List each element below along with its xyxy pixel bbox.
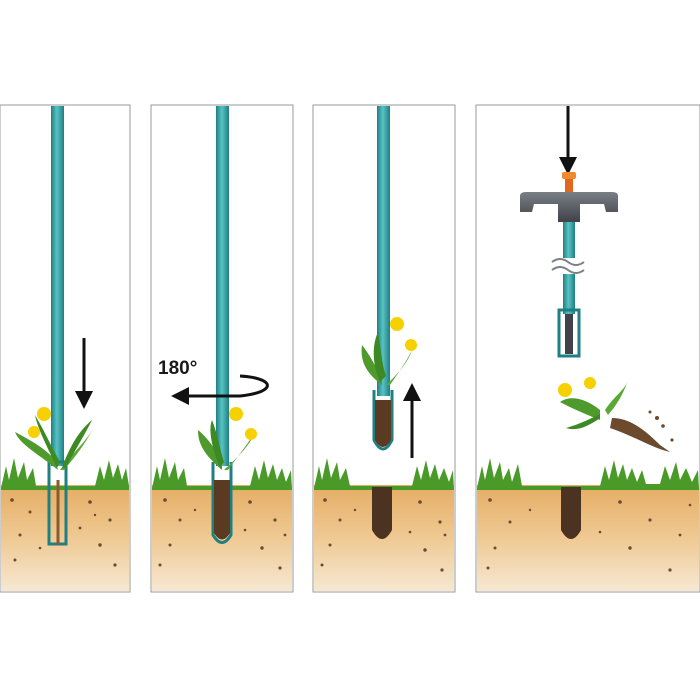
- panel-3-hole: [372, 487, 392, 539]
- panel-1-pebbles: [10, 498, 117, 567]
- panel-2-rotation-label: 180°: [158, 358, 197, 379]
- panel-4-grass: [477, 458, 699, 490]
- panel-4: [475, 104, 700, 593]
- panel-4-t-handle: [520, 192, 618, 222]
- panel-2-rotation-arrow: [171, 374, 269, 405]
- panel-3-grass: [314, 458, 454, 490]
- panel-3-dandelion: [361, 317, 417, 385]
- panel-1: [0, 104, 131, 593]
- panel-3-tool-prongs: [372, 390, 394, 451]
- panel-2: 180°: [150, 104, 294, 593]
- panel-1-tool-shaft: [51, 106, 64, 466]
- panel-4-soil: [477, 485, 699, 591]
- panel-2-tool-shaft: [216, 106, 229, 466]
- panel-3: [312, 104, 456, 593]
- panel-3-pebbles: [320, 498, 447, 572]
- panel-1-dandelion: [15, 407, 95, 545]
- panel-2-dug-core: [214, 480, 230, 540]
- panel-4-shaft-break-mark: [551, 258, 585, 274]
- panel-4-hole: [561, 487, 581, 539]
- panel-2-dandelion: [198, 407, 257, 470]
- panel-2-tool-prongs: [211, 462, 233, 544]
- panel-4-eject-button: [562, 172, 576, 193]
- panel-2-pebbles: [158, 498, 287, 570]
- panel-4-ejected-dandelion: [558, 377, 674, 452]
- panel-3-tool-shaft: [377, 106, 390, 396]
- panel-4-tool-shaft-lower: [563, 274, 575, 314]
- panel-2-grass: [152, 458, 292, 490]
- panel-4-tool-prongs: [557, 308, 581, 358]
- panel-1-grass: [1, 458, 129, 490]
- panel-3-dug-core: [375, 400, 391, 447]
- panel-4-pebbles: [486, 498, 692, 572]
- panel-4-plunger: [565, 314, 573, 354]
- panel-4-tool-shaft-upper: [563, 222, 575, 258]
